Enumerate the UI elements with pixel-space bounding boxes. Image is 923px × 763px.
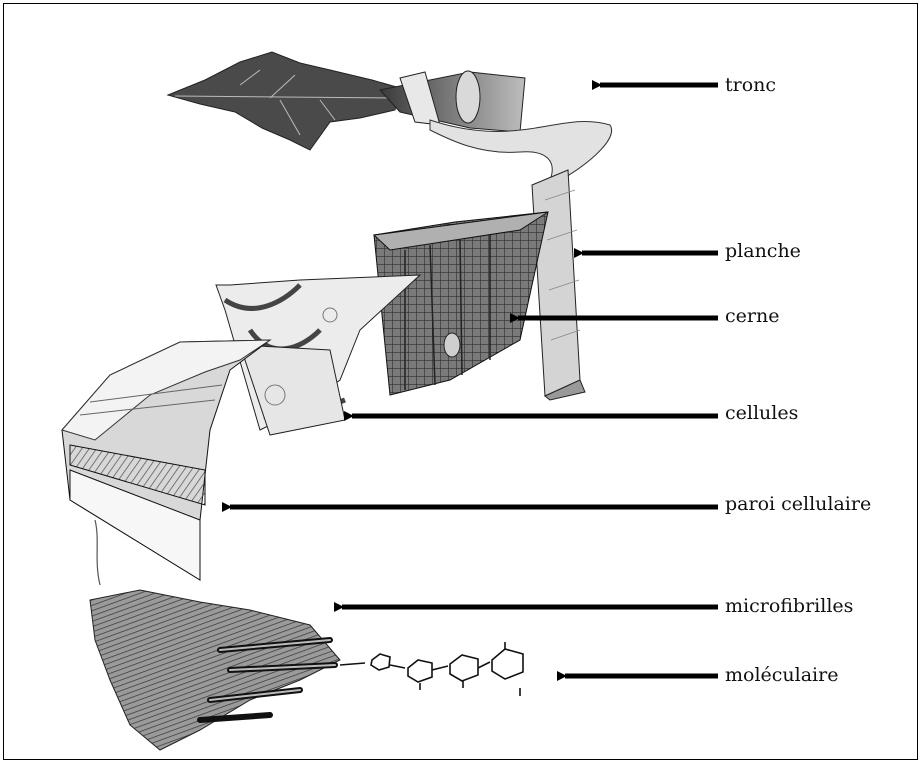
label-cellules: cellules [725,404,798,423]
label-paroi-cellulaire: paroi cellulaire [725,495,871,514]
label-planche: planche [725,242,801,261]
growth-ring-drawing [374,212,548,395]
label-tronc: tronc [725,76,776,95]
microfibrils-drawing [90,590,340,750]
label-moleculaire: moléculaire [725,666,838,685]
board-drawing [532,170,585,400]
molecule-drawing [340,642,523,696]
cell-wall-drawing [62,340,270,580]
label-cerne: cerne [725,307,779,326]
ribbon-drawing [430,120,612,185]
label-microfibrilles: microfibrilles [725,597,853,616]
